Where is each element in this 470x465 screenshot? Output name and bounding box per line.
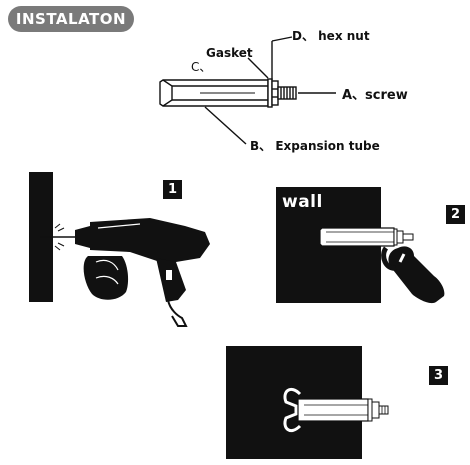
screw-label: A、screw bbox=[342, 88, 408, 103]
title-badge: INSTALATON bbox=[8, 6, 134, 32]
step-number-3: 3 bbox=[429, 366, 448, 385]
wrench-icon bbox=[381, 246, 445, 304]
anchor-bolt-diagram bbox=[159, 36, 336, 145]
drill-body-icon bbox=[90, 218, 210, 262]
gasket-label: Gasket bbox=[206, 46, 253, 60]
step3-installed bbox=[226, 346, 389, 459]
gasket-letter: C、 bbox=[191, 60, 212, 74]
wall-label: wall bbox=[282, 192, 323, 212]
expansion-tube-label: B、 Expansion tube bbox=[250, 139, 380, 153]
title-text: INSTALATON bbox=[15, 10, 127, 28]
step1-drilling bbox=[29, 172, 210, 327]
step-number-1: 1 bbox=[163, 180, 182, 199]
step-number-2: 2 bbox=[446, 205, 465, 224]
step2-wrench bbox=[276, 187, 445, 304]
hex-nut-label: D、 hex nut bbox=[292, 29, 370, 43]
